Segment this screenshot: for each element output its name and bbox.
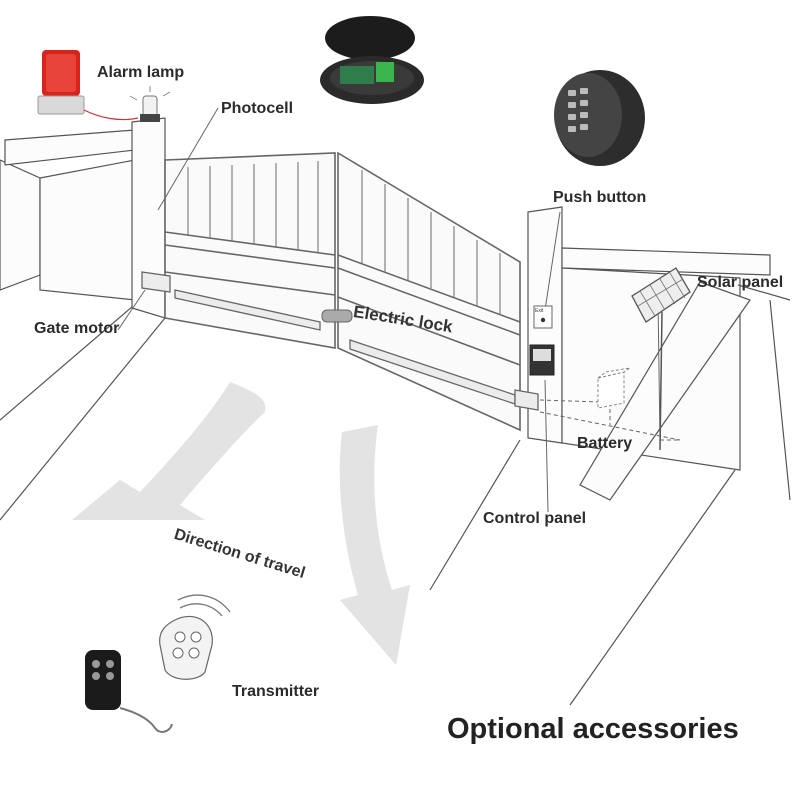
transmitter-white — [159, 594, 231, 680]
battery-box — [597, 367, 631, 409]
transmitter-black — [85, 650, 173, 733]
ground-lines — [0, 299, 791, 706]
keypad-device — [554, 70, 645, 166]
label-alarm-lamp: Alarm lamp — [97, 64, 185, 81]
label-optional-accessories: Optional accessories — [447, 713, 739, 745]
push-button-box — [533, 305, 553, 329]
electric-lock — [321, 309, 353, 323]
label-battery: Battery — [577, 435, 633, 452]
left-wall — [0, 117, 166, 319]
solar-panel — [631, 267, 691, 451]
push-button-dot — [540, 317, 546, 323]
right-wall — [527, 206, 791, 501]
label-transmitter: Transmitter — [232, 683, 320, 700]
gate-motors — [141, 271, 539, 411]
direction-arrows — [72, 382, 410, 665]
label-keypad-exit: Exit — [535, 308, 544, 314]
photocell-device — [320, 16, 424, 104]
alarm-lamp-photo — [37, 50, 139, 121]
pillar-alarm-lamp — [129, 86, 171, 122]
keypad-screen — [533, 349, 551, 361]
label-push-button: Push button — [553, 189, 647, 206]
label-solar-panel: Solar panel — [697, 274, 784, 291]
label-gate-motor: Gate motor — [34, 320, 120, 337]
gate-left-leaf — [164, 152, 336, 349]
label-photocell: Photocell — [221, 100, 294, 117]
label-control-panel: Control panel — [483, 510, 587, 527]
pointer-lines — [117, 107, 661, 513]
